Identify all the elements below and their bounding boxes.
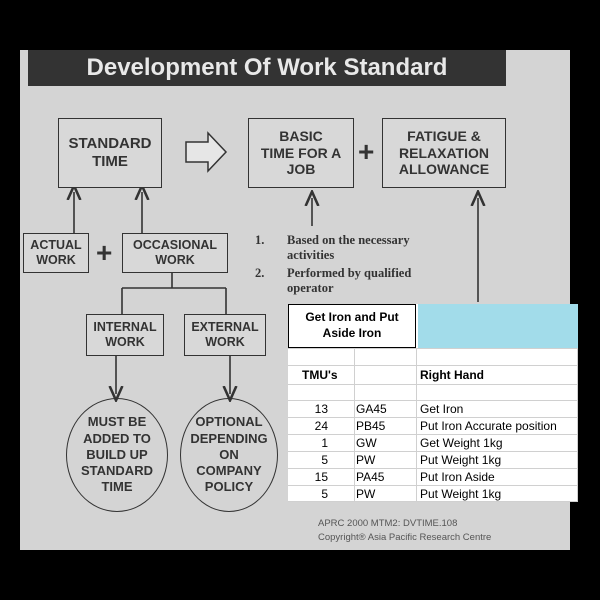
footer-line-2: Copyright® Asia Pacific Research Centre (318, 532, 492, 544)
optional-oval: OPTIONAL DEPENDING ON COMPANY POLICY (180, 398, 278, 512)
internal-work-box: INTERNAL WORK (86, 314, 164, 356)
must-be-added-oval: MUST BE ADDED TO BUILD UP STANDARD TIME (66, 398, 168, 512)
actual-work-box: ACTUAL WORK (23, 233, 89, 273)
fatigue-box: FATIGUE & RELAXATION ALLOWANCE (382, 118, 506, 188)
sheet-row-2-action: Put Iron Accurate position (420, 419, 557, 433)
sheet-row-4-tmu: 5 (321, 453, 328, 467)
sheet-row-3-tmu: 1 (321, 436, 328, 450)
spreadsheet-overlay: Get Iron and Put Aside Iron TMU's Right … (288, 304, 578, 502)
sheet-header-fill (418, 304, 578, 348)
external-work-box: EXTERNAL WORK (184, 314, 266, 356)
sheet-col-tmu: TMU's (302, 368, 338, 382)
sheet-title-cell: Get Iron and Put Aside Iron (288, 304, 416, 348)
sheet-row-4-action: Put Weight 1kg (420, 453, 502, 467)
note-1-text: Based on the necessary activities (287, 233, 410, 262)
sheet-col-right-hand: Right Hand (420, 368, 484, 382)
basic-time-box: BASIC TIME FOR A JOB (248, 118, 354, 188)
sheet-row-1-code: GA45 (356, 402, 387, 416)
occasional-work-box: OCCASIONAL WORK (122, 233, 228, 273)
slide-title: Development Of Work Standard (28, 50, 506, 86)
sheet-row-1-action: Get Iron (420, 402, 464, 416)
footer-line-1: APRC 2000 MTM2: DVTIME.108 (318, 518, 458, 529)
standard-time-box: STANDARD TIME (58, 118, 162, 188)
sheet-row-6-code: PW (356, 487, 376, 501)
plus-sign-bottom: + (96, 237, 113, 268)
plus-sign-top: + (358, 136, 375, 167)
note-1-number: 1. (255, 233, 265, 247)
sheet-row-2-tmu: 24 (314, 419, 328, 433)
sheet-row-1-tmu: 13 (314, 402, 328, 416)
note-2-number: 2. (255, 266, 265, 280)
sheet-row-4-code: PW (356, 453, 376, 467)
sheet-row-5-code: PA45 (356, 470, 385, 484)
sheet-row-3-code: GW (356, 436, 377, 450)
sheet-row-5-action: Put Iron Aside (420, 470, 495, 484)
copyright-footer: APRC 2000 MTM2: DVTIME.108 Copyright® As… (318, 517, 491, 546)
sheet-row-6-action: Put Weight 1kg (420, 487, 502, 501)
implies-arrow (185, 131, 228, 173)
sheet-row-2-code: PB45 (356, 419, 386, 433)
sheet-row-3-action: Get Weight 1kg (420, 436, 503, 450)
sheet-row-6-tmu: 5 (321, 487, 328, 501)
note-2-text: Performed by qualified operator (287, 266, 412, 295)
sheet-row-5-tmu: 15 (314, 470, 328, 484)
